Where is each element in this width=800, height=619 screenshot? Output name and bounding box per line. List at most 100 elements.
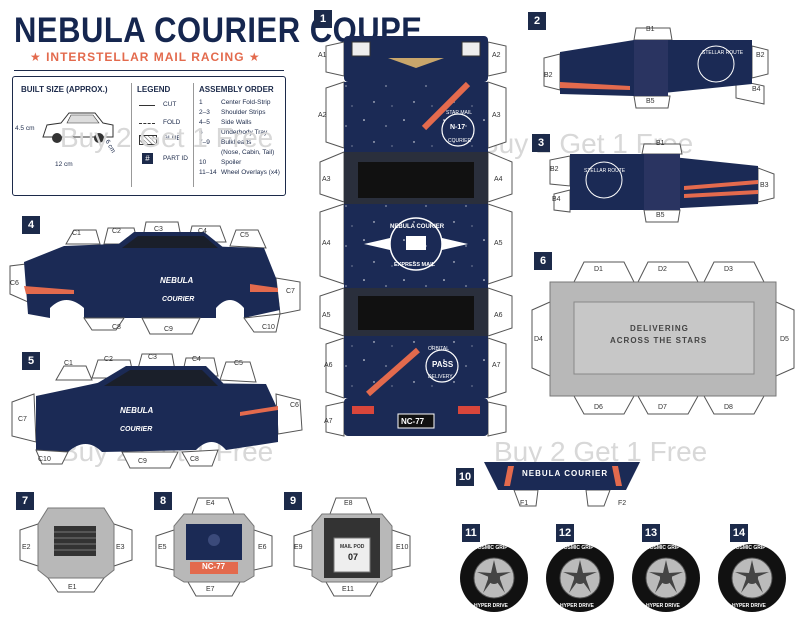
tab-label: C7	[18, 416, 27, 423]
mail-pod-number: 07	[348, 552, 359, 562]
cut-label: CUT	[163, 101, 177, 108]
roof-emblem-bottom: EXPRESS MAIL	[394, 262, 435, 268]
fold-label: FOLD	[163, 119, 181, 126]
part-10-spoiler	[484, 462, 640, 507]
tab-label: A7	[492, 362, 501, 369]
side-logo-top: NEBULA	[120, 406, 154, 415]
tab-label: B5	[646, 98, 655, 105]
tab-label: E7	[206, 586, 215, 593]
hood-badge: N-17	[450, 124, 466, 131]
tab-label: F1	[520, 500, 529, 507]
tab-label: A4	[494, 176, 503, 183]
part-number-2: 2	[528, 12, 546, 30]
roof-emblem-top: NEBULA COURIER	[390, 224, 445, 230]
tab-label: A2	[492, 52, 501, 59]
part-number-9: 9	[284, 492, 302, 510]
wheel-11-bottom-text: HYPER DRIVE	[474, 603, 508, 609]
tab-label: A7	[324, 418, 333, 425]
tab-label: C2	[112, 228, 121, 235]
tab-label: C3	[154, 226, 163, 233]
tab-label: C5	[240, 232, 249, 239]
wheel-13-bottom-text: HYPER DRIVE	[646, 603, 680, 609]
part-7-nose-bulkhead	[19, 507, 133, 593]
part-id-label: PART ID	[163, 155, 188, 162]
length-dimension: 12 cm	[55, 161, 73, 168]
tab-label: A5	[322, 312, 331, 319]
tab-label: C9	[138, 458, 147, 465]
part-number-3: 3	[532, 134, 550, 152]
part-number-10: 10	[456, 468, 474, 486]
tab-label: A6	[324, 362, 333, 369]
built-size-heading: BUILT SIZE (APPROX.)	[21, 85, 108, 94]
tab-label: E3	[116, 544, 125, 551]
cut-line-sample	[139, 105, 155, 106]
tab-label: A1	[318, 52, 327, 59]
wheel-13-top-text: COSMIC GRIP	[646, 545, 680, 551]
glue-sample	[139, 135, 157, 145]
tab-label: C2	[104, 356, 113, 363]
side-logo-top: NEBULA	[160, 276, 194, 285]
side-logo-bottom: COURIER	[162, 296, 195, 303]
part-number-14: 14	[730, 524, 748, 542]
tab-label: C7	[286, 288, 295, 295]
tray-slogan-2: ACROSS THE STARS	[610, 336, 708, 345]
side-logo-bottom: COURIER	[120, 426, 153, 433]
legend-divider-2	[193, 83, 194, 187]
tab-label: F2	[618, 500, 627, 507]
legend-panel: BUILT SIZE (APPROX.) 4.5 cm 12 cm 6 cm L…	[12, 76, 286, 196]
tab-label: E2	[22, 544, 31, 551]
watermark: Buy 2 Get 1 Free	[494, 436, 708, 467]
tab-label: D2	[658, 266, 667, 273]
tab-label: C6	[290, 402, 299, 409]
tab-label: C10	[262, 324, 275, 331]
part-5-side-wall	[11, 353, 303, 469]
wheel-11-top-text: COSMIC GRIP	[474, 545, 508, 551]
wheel-12-bottom-text: HYPER DRIVE	[560, 603, 594, 609]
hood-ring-bottom: COURIER	[448, 138, 472, 144]
tab-label: B1	[646, 26, 655, 33]
tab-label: D7	[658, 404, 667, 411]
rear-license-plate: NC-77	[401, 417, 425, 426]
tab-label: D8	[724, 404, 733, 411]
hood-ring-top: STAR MAIL	[446, 110, 473, 116]
tab-label: A6	[494, 312, 503, 319]
part-id-sample: #	[142, 153, 153, 164]
tab-label: B2	[550, 166, 559, 173]
part-number-8: 8	[154, 492, 172, 510]
part-number-4: 4	[22, 216, 40, 234]
page-subtitle: ★ INTERSTELLAR MAIL RACING ★	[30, 50, 261, 64]
tab-label: C4	[198, 228, 207, 235]
tab-label: E6	[258, 544, 267, 551]
tab-label: C3	[148, 354, 157, 361]
cabin-plate: NC-77	[202, 562, 226, 571]
wheel-14	[718, 544, 786, 612]
tab-label: A5	[494, 240, 503, 247]
tab-label: B4	[552, 196, 561, 203]
tray-slogan-1: DELIVERING	[630, 324, 689, 333]
watermark: Buy 2 Get 1 Free	[60, 122, 274, 153]
tab-label: A2	[318, 112, 327, 119]
car-sketch-icon	[42, 112, 114, 143]
tab-label: A3	[492, 112, 501, 119]
tab-label: A3	[322, 176, 331, 183]
subtitle-text: INTERSTELLAR MAIL RACING	[46, 50, 245, 64]
tab-label: C5	[234, 360, 243, 367]
tab-label: B5	[656, 212, 665, 219]
tab-label: C1	[72, 230, 81, 237]
part-number-1: 1	[314, 10, 332, 28]
legend-heading: LEGEND	[137, 85, 171, 94]
stellar-ring-text: STELLAR ROUTE	[584, 168, 626, 174]
height-dimension: 4.5 cm	[15, 125, 35, 132]
tab-label: E5	[158, 544, 167, 551]
spoiler-label: NEBULA COURIER	[522, 469, 609, 478]
tab-label: D5	[780, 336, 789, 343]
part-number-6: 6	[534, 252, 552, 270]
tab-label: E4	[206, 500, 215, 507]
fold-line-sample	[139, 123, 155, 124]
tab-label: A4	[322, 240, 331, 247]
